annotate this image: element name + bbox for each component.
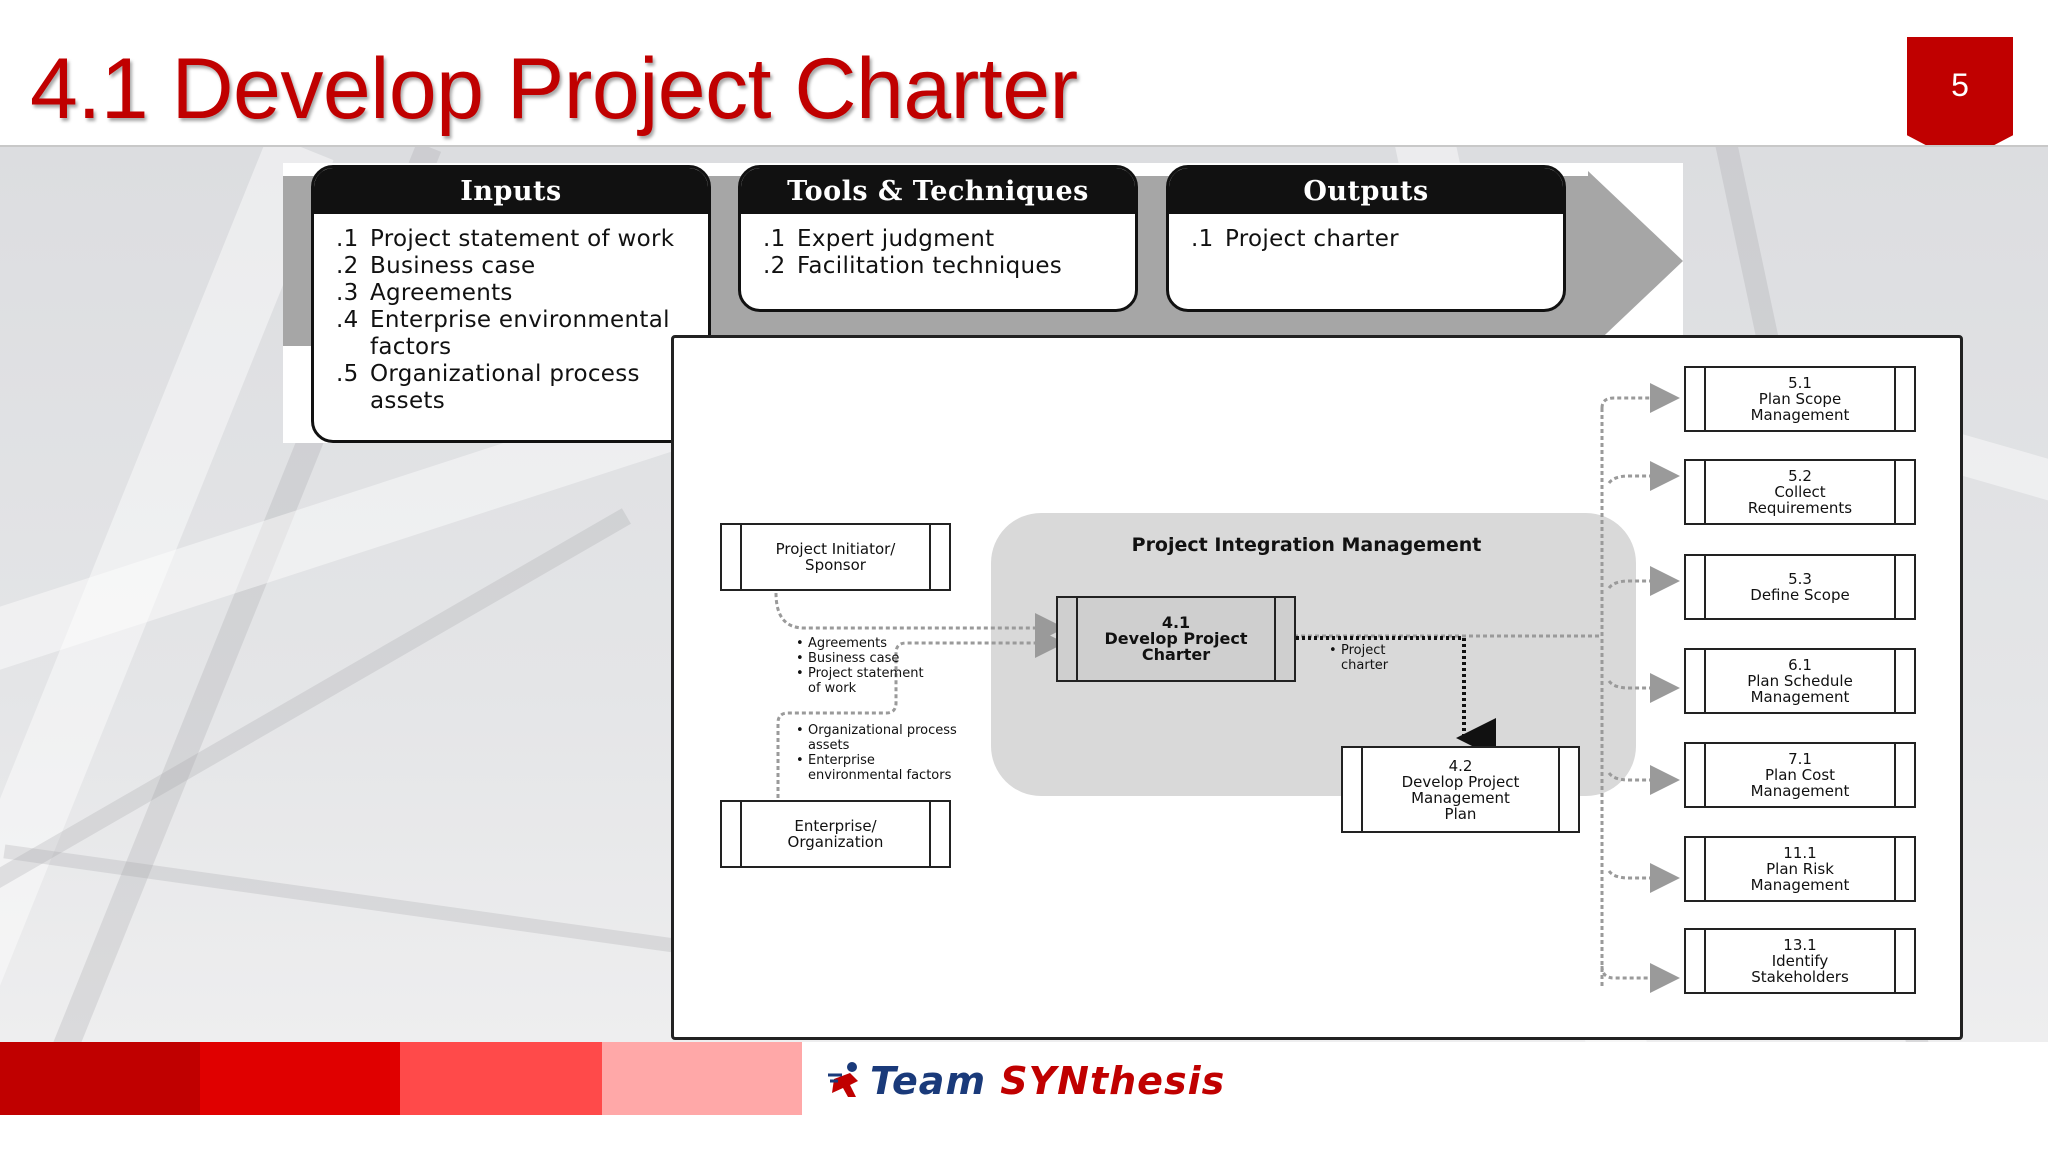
enterprise-organization-box: Enterprise/Organization [720,800,951,868]
data-flow-diagram: Project Integration Management [671,335,1963,1040]
charter-output-note: •Project charter [1329,643,1389,673]
list-item-continuation: assets [370,388,446,414]
team-synthesis-logo: Team SYNthesis [828,1056,1225,1106]
logo-text: Team SYNthesis [870,1059,1226,1103]
list-item-continuation: factors [370,334,452,360]
footer-stripe [400,1042,602,1115]
inputs-header: Inputs [314,168,708,214]
footer-stripe [0,1042,200,1115]
footer-stripe [602,1042,802,1115]
page-number: 5 [1951,67,1969,103]
slide-title: 4.1 Develop Project Charter [30,41,1078,137]
slide-footer: Team SYNthesis [0,1042,2048,1152]
runner-icon [828,1062,858,1097]
slide-header: 4.1 Develop Project Charter 5 [0,0,2048,163]
sponsor-inputs-note: •Agreements •Business case •Project stat… [796,636,924,696]
project-sponsor-box: Project Initiator/Sponsor [720,523,951,591]
footer-stripe [200,1042,400,1115]
tools-header: Tools & Techniques [741,168,1135,214]
page-number-badge: 5 [1907,37,2013,163]
flow-connectors [774,383,1680,993]
group-title: Project Integration Management [1131,534,1482,556]
enterprise-inputs-note: •Organizational process assets •Enterpri… [796,723,957,783]
outputs-header: Outputs [1169,168,1563,214]
